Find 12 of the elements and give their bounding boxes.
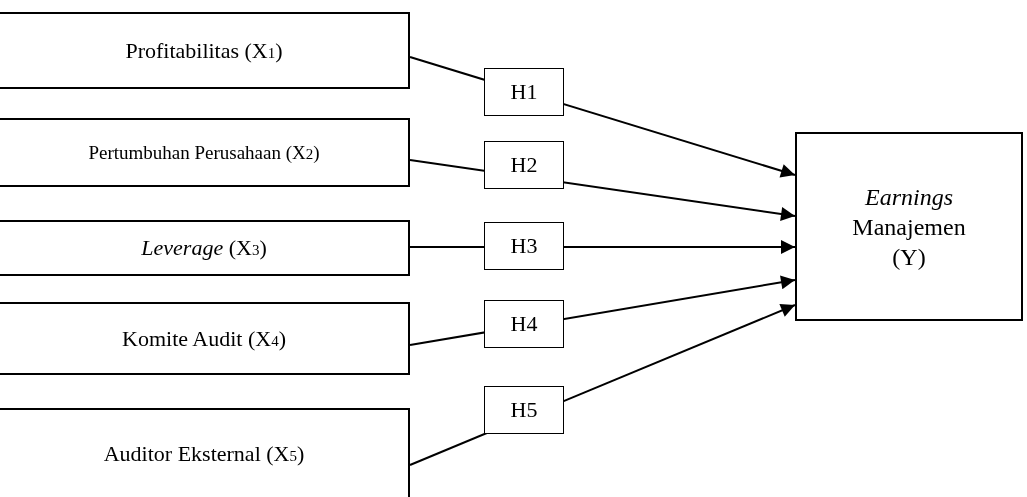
hypothesis-label: H5 (484, 386, 564, 434)
variable-box (795, 132, 1023, 321)
hypothesis-label: H3 (484, 222, 564, 270)
variable-box (0, 302, 410, 375)
variable-box (0, 118, 410, 187)
variable-label: Earnings Manajemen (Y) (851, 182, 967, 272)
variable-box (0, 408, 410, 497)
variable-box (0, 220, 410, 276)
hypothesis-label: H1 (484, 68, 564, 116)
hypothesis-label: H2 (484, 141, 564, 189)
hypothesis-label: H4 (484, 300, 564, 348)
variable-box (0, 12, 410, 89)
